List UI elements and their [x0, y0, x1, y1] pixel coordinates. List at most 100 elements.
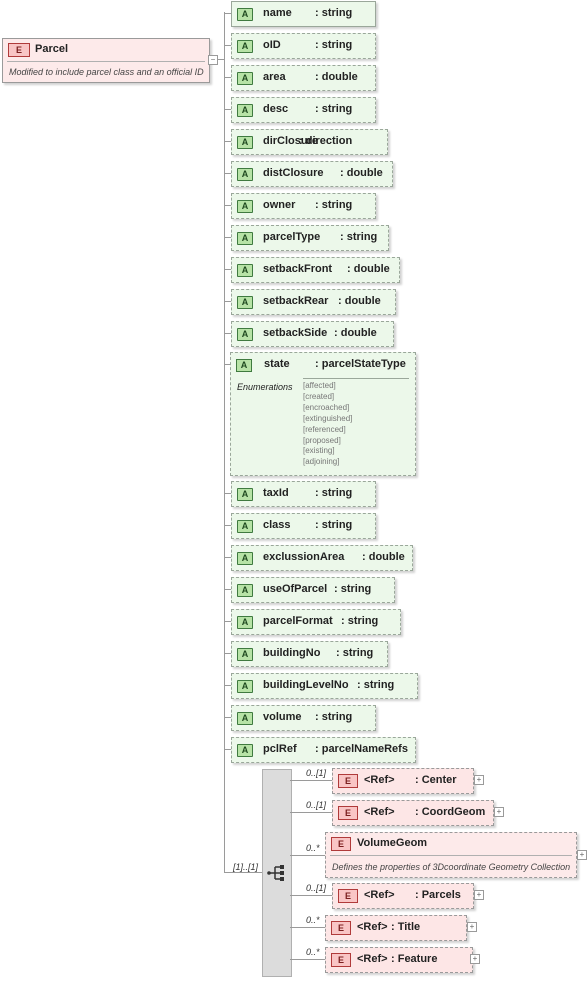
attribute-connector	[224, 717, 232, 718]
state-attribute-name: state	[264, 358, 290, 370]
attribute-type: : double	[340, 167, 383, 179]
attribute-connector	[224, 589, 232, 590]
ref-label: <Ref>	[357, 921, 388, 933]
attribute-badge: A	[237, 264, 253, 277]
attribute-name: desc	[263, 103, 289, 115]
attribute-connector	[224, 141, 232, 142]
attribute-connector	[224, 749, 232, 750]
attribute-type: : string	[315, 39, 353, 51]
child-element-ref-coordgeom[interactable]: E<Ref>: CoordGeom	[332, 800, 494, 826]
attribute-connector	[224, 301, 232, 302]
enumeration-value: [created]	[303, 391, 335, 401]
attribute-type: : string	[315, 103, 353, 115]
attribute-badge: A	[237, 8, 253, 21]
enumerations-label: Enumerations	[237, 382, 293, 392]
attribute-type: : string	[341, 615, 379, 627]
attribute-type: : string	[315, 7, 353, 19]
attribute-connector	[224, 525, 232, 526]
attribute-connector	[224, 269, 232, 270]
root-separator	[7, 61, 205, 62]
attribute-badge: A	[237, 584, 253, 597]
attribute-badge: A	[237, 552, 253, 565]
child-occurrence: 0..[1]	[306, 883, 327, 893]
attribute-badge: A	[237, 744, 253, 757]
attribute-badge: A	[237, 200, 253, 213]
attribute-connector	[224, 621, 232, 622]
sequence-icon	[267, 865, 284, 881]
attribute-type: : string	[334, 583, 372, 595]
attribute-badge: A	[237, 648, 253, 661]
element-badge: E	[331, 953, 351, 967]
attribute-type: : double	[362, 551, 405, 563]
child-element-name: VolumeGeom	[357, 837, 428, 849]
attribute-connector	[224, 333, 232, 334]
element-badge: E	[331, 837, 351, 851]
child-connector	[290, 812, 332, 813]
child-element-ref-parcels[interactable]: E<Ref>: Parcels	[332, 883, 474, 909]
attribute-badge: A	[237, 104, 253, 117]
attribute-type: : string	[340, 231, 378, 243]
attribute-type: : string	[315, 199, 353, 211]
attribute-name: name	[263, 7, 292, 19]
element-badge: E	[338, 889, 358, 903]
attribute-badge: A	[237, 712, 253, 725]
attribute-badge: A	[237, 680, 253, 693]
root-element-parcel[interactable]: E Parcel Modified to include parcel clas…	[2, 38, 210, 83]
sequence-compositor[interactable]	[262, 769, 292, 977]
child-element-ref-feature[interactable]: E<Ref>: Feature	[325, 947, 473, 973]
attribute-type: : string	[315, 711, 353, 723]
expand-toggle[interactable]: +	[494, 807, 504, 817]
attribute-name: taxId	[263, 487, 289, 499]
attribute-name: exclussionArea	[263, 551, 345, 563]
attribute-connector	[224, 493, 232, 494]
attribute-type: : double	[334, 327, 377, 339]
ref-target-name: : Parcels	[415, 889, 461, 901]
root-collapse-toggle[interactable]: −	[208, 55, 218, 65]
expand-toggle[interactable]: +	[467, 922, 477, 932]
attribute-badge: A	[236, 359, 252, 372]
enumeration-value: [proposed]	[303, 435, 341, 445]
expand-toggle[interactable]: +	[474, 890, 484, 900]
attribute-connector	[224, 13, 232, 14]
expand-toggle[interactable]: +	[470, 954, 480, 964]
attribute-connector	[224, 364, 232, 365]
state-attribute-box[interactable]: A state : parcelStateType Enumerations […	[230, 352, 416, 476]
expand-toggle[interactable]: +	[474, 775, 484, 785]
attribute-name: buildingLevelNo	[263, 679, 349, 691]
attribute-badge: A	[237, 616, 253, 629]
child-occurrence: 0..*	[306, 915, 320, 925]
child-element-ref-center[interactable]: E<Ref>: Center	[332, 768, 474, 794]
child-element-ref-title[interactable]: E<Ref>: Title	[325, 915, 467, 941]
ref-target-name: : Center	[415, 774, 457, 786]
attribute-badge: A	[237, 232, 253, 245]
attribute-type: : double	[347, 263, 390, 275]
attribute-badge: A	[237, 168, 253, 181]
attribute-name: pclRef	[263, 743, 297, 755]
child-connector	[290, 959, 325, 960]
attribute-type: : string	[336, 647, 374, 659]
expand-toggle[interactable]: +	[577, 850, 587, 860]
attribute-badge: A	[237, 296, 253, 309]
child-documentation: Defines the properties of 3Dcoordinate G…	[332, 862, 571, 872]
